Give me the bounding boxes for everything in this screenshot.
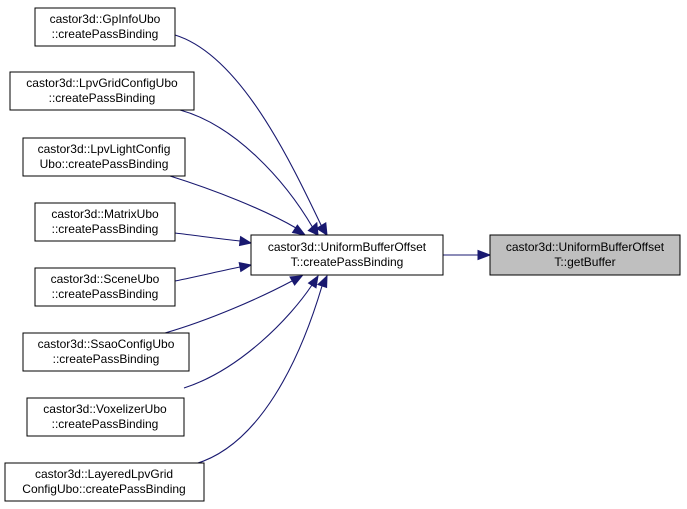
node-label-line: ::createPassBinding <box>52 222 159 236</box>
node-label-line: ::createPassBinding <box>53 352 160 366</box>
node-label-line: castor3d::SceneUbo <box>51 272 160 286</box>
node-label-line: ::createPassBinding <box>52 417 159 431</box>
edge-voxelizer-to-center <box>183 274 319 389</box>
node-label-line: ConfigUbo::createPassBinding <box>22 482 185 496</box>
node-lpvlight-create-pass-binding[interactable]: castor3d::LpvLightConfig Ubo::createPass… <box>22 137 186 177</box>
node-label-line: castor3d::UniformBufferOffset <box>268 240 427 254</box>
node-label-line: castor3d::LpvGridConfigUbo <box>26 76 178 90</box>
node-label-line: castor3d::GpInfoUbo <box>50 12 161 26</box>
edge-layeredlpv-to-center <box>194 274 328 465</box>
node-ssao-create-pass-binding[interactable]: castor3d::SsaoConfigUbo ::createPassBind… <box>22 332 190 372</box>
node-uniform-buffer-offset-create-pass-binding[interactable]: castor3d::UniformBufferOffset T::createP… <box>250 234 444 276</box>
edge-scene-to-center <box>174 261 253 282</box>
node-label-line: T::createPassBinding <box>291 255 404 269</box>
edge-center-to-target <box>443 249 492 261</box>
node-label-line: ::createPassBinding <box>52 287 159 301</box>
node-label-line: ::createPassBinding <box>52 27 159 41</box>
edge-lpvgrid-to-center <box>179 109 319 236</box>
node-label-line: Ubo::createPassBinding <box>40 157 169 171</box>
edge-lpvlight-to-center <box>169 175 307 236</box>
node-label-line: castor3d::MatrixUbo <box>51 207 159 221</box>
node-gpinfo-create-pass-binding[interactable]: castor3d::GpInfoUbo ::createPassBinding <box>34 7 176 47</box>
node-label-line: castor3d::VoxelizerUbo <box>43 402 167 416</box>
node-scene-create-pass-binding[interactable]: castor3d::SceneUbo ::createPassBinding <box>34 267 176 307</box>
node-label-line: ::createPassBinding <box>49 91 156 105</box>
node-lpvgrid-create-pass-binding[interactable]: castor3d::LpvGridConfigUbo ::createPassB… <box>9 71 195 111</box>
node-layeredlpv-create-pass-binding[interactable]: castor3d::LayeredLpvGrid ConfigUbo::crea… <box>4 462 205 502</box>
node-label-line: castor3d::SsaoConfigUbo <box>38 337 175 351</box>
node-voxelizer-create-pass-binding[interactable]: castor3d::VoxelizerUbo ::createPassBindi… <box>26 397 185 437</box>
node-label-line: T::getBuffer <box>554 255 615 269</box>
edge-ssao-to-center <box>164 275 304 334</box>
node-label-line: castor3d::UniformBufferOffset <box>506 240 665 254</box>
edge-gpinfo-to-center <box>174 34 328 236</box>
node-matrix-create-pass-binding[interactable]: castor3d::MatrixUbo ::createPassBinding <box>34 202 176 242</box>
node-label-line: castor3d::LpvLightConfig <box>38 142 171 156</box>
node-uniform-buffer-offset-get-buffer[interactable]: castor3d::UniformBufferOffset T::getBuff… <box>489 234 681 276</box>
edge-matrix-to-center <box>174 232 253 247</box>
node-label-line: castor3d::LayeredLpvGrid <box>35 467 173 481</box>
